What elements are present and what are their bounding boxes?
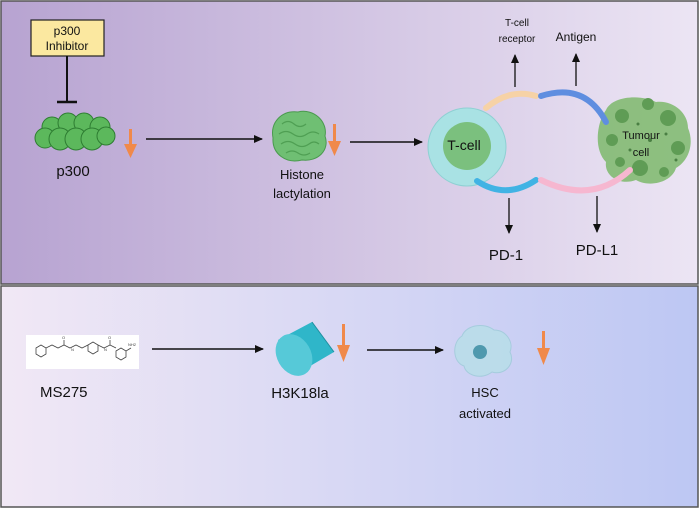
inhibitor-label-line1: p300 (54, 24, 81, 38)
inhibition-line (57, 56, 77, 104)
decrease-arrow-icon (337, 324, 350, 362)
pd1-arc (474, 177, 539, 194)
decrease-arrow-icon (537, 331, 550, 365)
svg-text:N: N (104, 347, 107, 352)
pd1-label: PD-1 (489, 247, 523, 264)
tcell-receptor-label-line1: T-cell (505, 18, 529, 29)
hsc-label-line1: HSC (471, 385, 498, 400)
bottom-panel (0, 285, 699, 508)
tumour-cell-icon: Tumour cell (597, 97, 691, 184)
tcell-receptor-label-line2: receptor (499, 34, 536, 45)
antigen-arc (538, 89, 609, 125)
svg-text:NH2: NH2 (128, 342, 137, 347)
h3k18la-label: H3K18la (271, 385, 329, 402)
pdl1-arc (538, 167, 633, 194)
h3k18la-icon (275, 321, 335, 376)
histone-label-line1: Histone (280, 167, 324, 182)
ms275-label: MS275 (40, 384, 88, 401)
tcell-receptor-arc (483, 90, 539, 111)
svg-text:O: O (62, 335, 65, 340)
svg-text:N: N (71, 347, 74, 352)
inhibitor-label-line2: Inhibitor (46, 39, 89, 53)
histone-icon (272, 110, 327, 162)
ms275-structure-icon: O O N N NH2 (26, 335, 139, 369)
hsc-cell-icon (454, 324, 512, 377)
p300-label: p300 (56, 163, 89, 180)
top-panel (0, 0, 699, 285)
histone-label-line2: lactylation (273, 186, 331, 201)
decrease-arrow-icon (328, 124, 341, 156)
p300-protein-icon (34, 112, 116, 151)
tumour-label-line1: Tumour (622, 130, 660, 142)
svg-text:O: O (108, 335, 111, 340)
p300-inhibitor-box: p300 Inhibitor (30, 19, 105, 57)
tcell-label: T-cell (447, 137, 480, 153)
tcell-icon: T-cell (427, 107, 507, 187)
antigen-label: Antigen (556, 30, 597, 44)
pdl1-label: PD-L1 (576, 242, 619, 259)
tumour-label-line2: cell (633, 147, 650, 159)
hsc-label-line2: activated (459, 406, 511, 421)
decrease-arrow-icon (124, 129, 137, 158)
